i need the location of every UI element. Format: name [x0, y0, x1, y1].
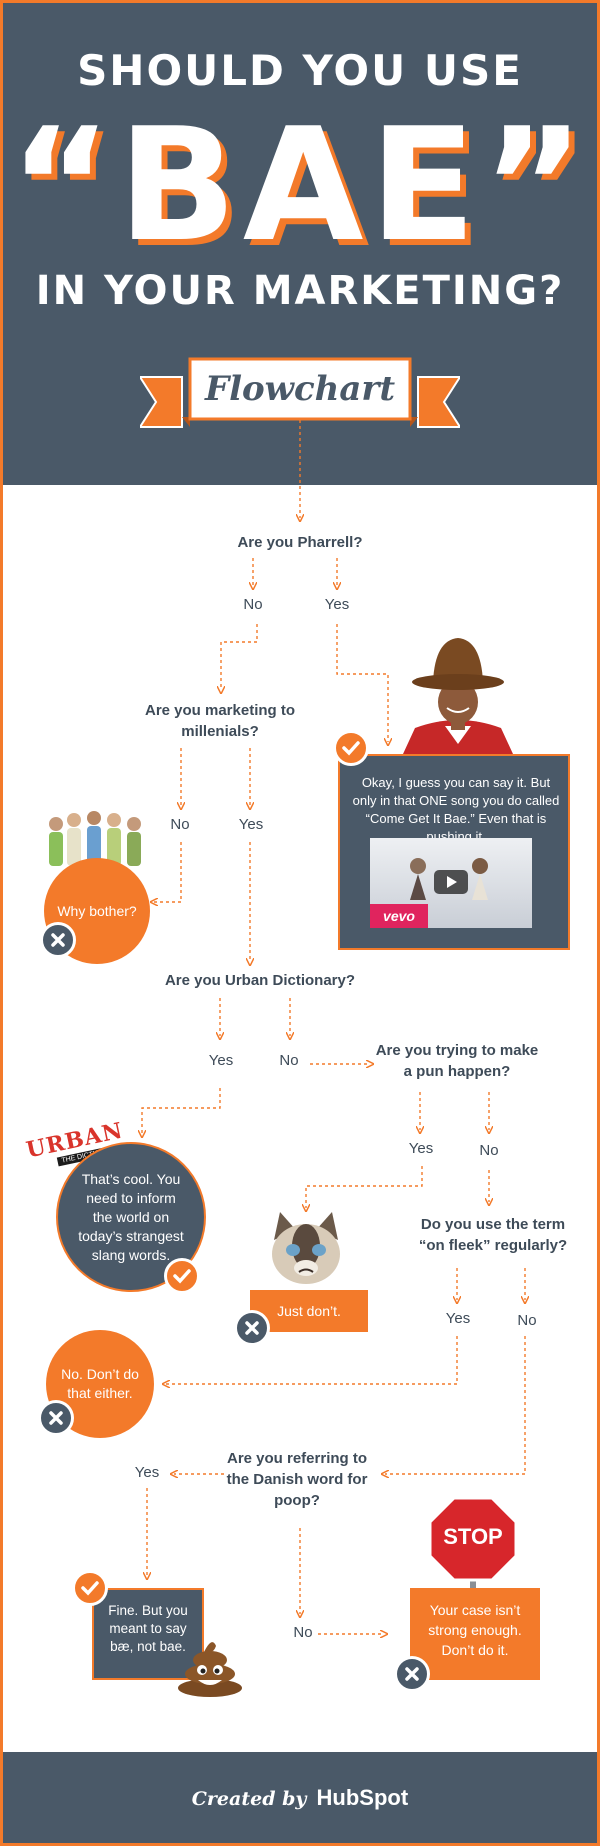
urban-answer-text: That’s cool. You need to inform the worl… [78, 1170, 184, 1263]
x-badge-why-bother [40, 922, 76, 958]
created-by-label: Created by [191, 1788, 307, 1810]
cat-icon [272, 1212, 340, 1284]
play-icon [447, 876, 457, 888]
x-badge-case [394, 1656, 430, 1692]
question-danish-word: Are you referring to the Danish word for… [226, 1450, 368, 1509]
answer-q5-no: No [517, 1312, 537, 1329]
title-line-3: IN YOUR MARKETING? [35, 268, 565, 314]
question-pun: Are you trying to make a pun happen? [375, 1042, 539, 1080]
x-badge-no-dont [38, 1400, 74, 1436]
x-badge-just-dont [234, 1310, 270, 1346]
answer-q3-yes: Yes [208, 1052, 234, 1069]
header: SHOULD YOU USE “BAE” IN YOUR MARKETING? … [0, 0, 600, 485]
just-dont-text: Just don’t. [277, 1303, 341, 1319]
pharrell-answer-box: Okay, I guess you can say it. But only i… [338, 754, 570, 950]
poop-emoji-icon [178, 1642, 242, 1697]
check-icon [342, 741, 360, 756]
case-answer-text: Your case isn’t strong enough. Don’t do … [428, 1602, 522, 1658]
stop-sign-icon [428, 1496, 518, 1596]
footer: Created by HubSpot [0, 1752, 600, 1846]
bae-answer-box: Fine. But you meant to say bæ, not bae. [92, 1588, 204, 1680]
play-button[interactable] [434, 870, 468, 894]
answer-q1-no: No [243, 596, 263, 613]
question-millenials: Are you marketing to millenials? [144, 702, 296, 740]
answer-q6-no: No [293, 1624, 313, 1641]
check-badge-pharrell [333, 730, 369, 766]
why-bother-text: Why bother? [57, 902, 137, 919]
no-dont-text: No. Don’t do that either. [61, 1366, 139, 1401]
answer-q1-yes: Yes [324, 596, 350, 613]
banner-ribbon-icon [140, 357, 460, 428]
pharrell-icon [403, 638, 513, 754]
close-icon [245, 1321, 259, 1335]
bae-answer-text: Fine. But you meant to say bæ, not bae. [108, 1603, 188, 1654]
pharrell-answer-text: Okay, I guess you can say it. But only i… [352, 775, 560, 844]
check-badge-bae [72, 1570, 108, 1606]
question-on-fleek: Do you use the term “on fleek” regularly… [418, 1216, 568, 1254]
answer-q3-no: No [279, 1052, 299, 1069]
answer-q5-yes: Yes [445, 1310, 471, 1327]
question-urban-dictionary: Are you Urban Dictionary? [164, 972, 356, 989]
hubspot-logo[interactable]: HubSpot [316, 1785, 409, 1810]
close-icon [49, 1411, 63, 1425]
answer-q6-yes: Yes [134, 1464, 160, 1481]
vevo-logo: vevo [370, 904, 428, 928]
check-icon [81, 1581, 99, 1596]
banner-label: Flowchart [204, 369, 396, 409]
answer-q4-yes: Yes [408, 1140, 434, 1157]
video-thumbnail[interactable]: vevo [370, 838, 532, 928]
question-pharrell: Are you Pharrell? [237, 534, 363, 551]
dancers-icon [410, 858, 488, 900]
close-icon [51, 933, 65, 947]
title-line-1: SHOULD YOU USE [77, 46, 523, 95]
check-badge-urban [164, 1258, 200, 1294]
title-bae: “BAE” [9, 94, 591, 276]
close-icon [405, 1667, 419, 1681]
people-icon [49, 811, 141, 866]
footer-credit: Created by HubSpot [0, 1785, 600, 1811]
answer-q2-yes: Yes [238, 816, 264, 833]
case-answer-box: Your case isn’t strong enough. Don’t do … [410, 1588, 540, 1680]
answer-q2-no: No [170, 816, 190, 833]
stop-sign-text: STOP [443, 1524, 503, 1549]
answer-q4-no: No [479, 1142, 499, 1159]
flowchart-banner: Flowchart [140, 355, 460, 440]
check-icon [173, 1269, 191, 1284]
